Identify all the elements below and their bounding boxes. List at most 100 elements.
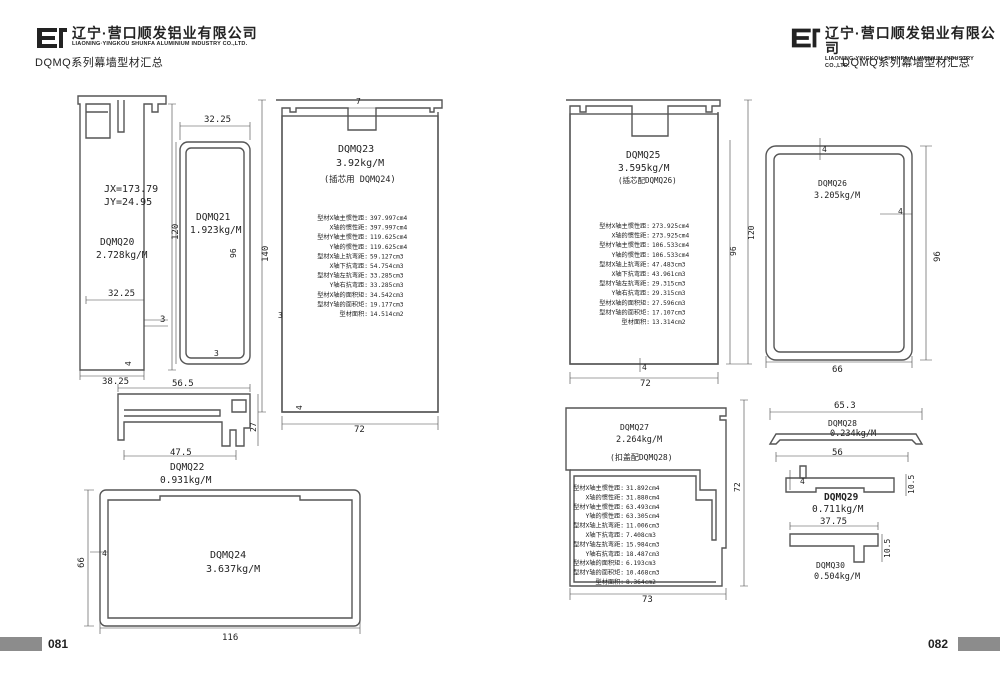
dqmq23-dim-height: 140: [261, 246, 271, 262]
property-label: 型材面积:: [596, 578, 624, 586]
dqmq26-dim-width: 66: [832, 365, 843, 375]
dqmq28-name: DQMQ28: [828, 419, 857, 428]
property-value: 33.285cm3: [370, 273, 404, 280]
dqmq23-weight: 3.92kg/M: [336, 158, 384, 169]
property-label: X轴下抗弯距:: [330, 262, 368, 270]
dqmq24-weight: 3.637kg/M: [206, 564, 260, 575]
dqmq27-name: DQMQ27: [620, 423, 649, 432]
property-label: 型材X轴上抗弯距:: [317, 252, 368, 260]
dqmq27-dim-width: 73: [642, 595, 653, 605]
dqmq20-jy: JY=24.95: [104, 197, 152, 208]
dqmq28-weight: 0.234kg/M: [830, 429, 876, 439]
dqmq28-drawing: 65.3 DQMQ28 0.234kg/M: [768, 401, 924, 445]
property-label: 型材面积:: [340, 310, 368, 318]
dqmq22-name: DQMQ22: [170, 462, 204, 473]
page-number: 082: [928, 637, 949, 651]
dqmq23-dim-t1: 3: [278, 311, 283, 320]
dqmq27-property-table: 型材X轴主惯性距:31.892cm4X轴的惯性距:31.880cm4型材Y轴主惯…: [573, 484, 660, 586]
property-value: 29.315cm3: [652, 290, 686, 297]
right-page: 辽宁·营口顺发铝业有限公司 LIAONING·YINGKOU SHUNFA AL…: [500, 0, 1000, 673]
property-value: 14.514cm2: [370, 311, 404, 318]
property-label: 型材Y轴主惯性距:: [573, 503, 624, 511]
dqmq20-weight: 2.728kg/M: [96, 250, 148, 261]
dqmq23-drawing: 7 DQMQ23 3.92kg/M (插芯用 DQMQ24) 型材X轴主惯性距:…: [258, 97, 443, 435]
company-logo: 辽宁·营口顺发铝业有限公司 LIAONING·YINGKOU SHUNFA AL…: [790, 26, 1000, 70]
dqmq21-name: DQMQ21: [196, 212, 231, 223]
dqmq24-dim-width: 116: [222, 633, 238, 643]
dqmq25-dim-h2: 120: [747, 225, 756, 240]
company-name-en: LIAONING·YINGKOU SHUNFA ALUMINIUM INDUST…: [825, 56, 974, 69]
dqmq20-dim-t1: 3: [160, 315, 165, 325]
dqmq26-dim-t1: 4: [822, 145, 827, 154]
series-title: DQMQ系列幕墙型材汇总: [35, 57, 164, 69]
company-name-cn: 辽宁·营口顺发铝业有限公司: [825, 25, 996, 56]
dqmq21-dim-t: 3: [214, 349, 219, 358]
left-page: 辽宁·营口顺发铝业有限公司 LIAONING·YINGKOU SHUNFA AL…: [0, 26, 443, 651]
property-label: 型材Y轴左抗弯距:: [573, 540, 624, 548]
dqmq30-drawing: 37.75 10.5 DQMQ30 0.504kg/M: [789, 517, 892, 582]
dqmq29-dim-h: 10.5: [907, 475, 916, 494]
dqmq24-dim-height: 66: [77, 557, 87, 568]
property-value: 7.408cm3: [626, 532, 656, 539]
property-label: 型材Y轴左抗弯距:: [599, 280, 650, 288]
property-label: 型材X轴主惯性距:: [573, 484, 624, 492]
dqmq26-weight: 3.205kg/M: [814, 191, 860, 201]
property-value: 397.997cm4: [370, 225, 408, 232]
dqmq20-dim-t2: 4: [124, 361, 133, 366]
property-value: 18.487cm3: [626, 551, 660, 558]
property-value: 31.892cm4: [626, 485, 660, 492]
dqmq29-weight: 0.711kg/M: [812, 504, 864, 515]
right-drawings: DQMQ25 3.595kg/M (插芯配DQMQ26) 型材X轴主惯性距:27…: [565, 99, 943, 605]
property-value: 10.468cm3: [626, 570, 660, 577]
property-label: Y轴的惯性距:: [330, 243, 368, 251]
property-label: 型材X轴上抗弯距:: [599, 260, 650, 268]
property-label: 型材X轴主惯性距:: [317, 214, 368, 222]
property-value: 47.483cm3: [652, 261, 686, 268]
logo-mark-icon: [791, 28, 821, 48]
property-value: 19.177cm3: [370, 301, 404, 308]
dqmq20-name: DQMQ20: [100, 237, 135, 248]
dqmq25-dim-t: 4: [642, 363, 647, 372]
dqmq23-dim-t2: 4: [295, 405, 304, 410]
dqmq20-jx: JX=173.79: [104, 184, 158, 195]
dqmq21-dim-width: 32.25: [204, 115, 231, 125]
company-name-en: LIAONING·YINGKOU SHUNFA ALUMINIUM INDUST…: [72, 41, 248, 47]
property-value: 15.984cm3: [626, 541, 660, 548]
dqmq22-dim-h: 27: [249, 422, 258, 432]
dqmq21-dim-height: 96: [229, 248, 238, 258]
page-number: 081: [48, 637, 69, 651]
property-label: 型材X轴的面积矩:: [317, 291, 368, 299]
dqmq25-note: (插芯配DQMQ26): [618, 175, 677, 185]
dqmq22-weight: 0.931kg/M: [160, 475, 212, 486]
property-value: 119.625cm4: [370, 234, 408, 241]
dqmq29-dim-t: 4: [800, 477, 805, 486]
property-value: 8.364cm2: [626, 579, 656, 586]
dqmq23-dim-top: 7: [356, 97, 361, 106]
property-value: 273.925cm4: [652, 223, 690, 230]
property-value: 27.596cm3: [652, 300, 686, 307]
property-value: 34.542cm3: [370, 292, 404, 299]
property-label: X轴下抗弯距:: [612, 270, 650, 278]
dqmq23-note: (插芯用 DQMQ24): [324, 174, 396, 185]
property-value: 63.305cm4: [626, 513, 660, 520]
dqmq26-dim-t2: 4: [898, 207, 903, 216]
property-value: 43.961cm3: [652, 271, 686, 278]
property-value: 13.314cm2: [652, 319, 686, 326]
dqmq22-dim-bottom: 47.5: [170, 448, 192, 458]
property-value: 106.533cm4: [652, 252, 690, 259]
property-label: 型材Y轴主惯性距:: [317, 233, 368, 241]
dqmq25-dim-h1: 96: [729, 246, 738, 256]
property-value: 29.315cm3: [652, 281, 686, 288]
dqmq27-drawing: DQMQ27 2.264kg/M (扣盖配DQMQ28) 型材X轴主惯性距:31…: [565, 399, 748, 605]
dqmq27-note: (扣盖配DQMQ28): [610, 452, 673, 462]
dqmq30-name: DQMQ30: [816, 561, 845, 570]
property-label: 型材Y轴左抗弯距:: [317, 272, 368, 280]
property-label: 型材X轴上抗弯距:: [573, 522, 624, 530]
property-label: X轴下抗弯距:: [586, 531, 624, 539]
dqmq25-weight: 3.595kg/M: [618, 163, 670, 174]
property-label: X轴的惯性距:: [612, 232, 650, 240]
property-value: 119.625cm4: [370, 244, 408, 251]
property-label: Y轴的惯性距:: [612, 251, 650, 259]
dqmq27-dim-height: 72: [733, 482, 742, 492]
dqmq21-drawing: 32.25 DQMQ21 1.923kg/M 96 3: [175, 115, 251, 365]
